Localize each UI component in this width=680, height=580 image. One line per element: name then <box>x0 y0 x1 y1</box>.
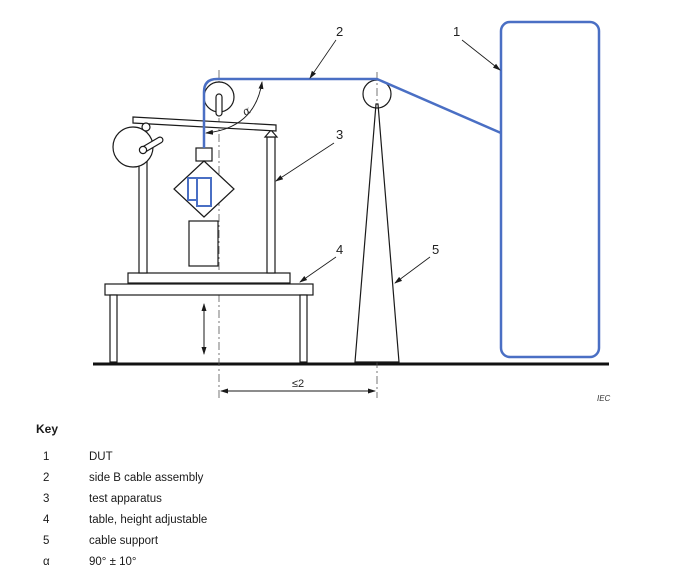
key-row: 1 DUT <box>36 446 436 467</box>
test-setup-diagram: ≤2 <box>93 20 611 403</box>
callout-4: 4 <box>299 242 343 283</box>
angle-alpha-label: α <box>240 103 253 118</box>
key-number: 3 <box>43 492 50 505</box>
key-description: test apparatus <box>89 492 162 505</box>
svg-text:5: 5 <box>432 242 439 257</box>
angle-alpha-arc <box>205 81 264 135</box>
key-description: DUT <box>89 450 113 463</box>
svg-text:1: 1 <box>453 24 460 39</box>
key-description: table, height adjustable <box>89 513 208 526</box>
callout-2: 2 <box>309 24 343 79</box>
svg-text:4: 4 <box>336 242 343 257</box>
cable-support <box>354 79 400 363</box>
key-number: α <box>43 555 50 568</box>
cable-plug <box>187 177 212 207</box>
key-row: 5 cable support <box>36 530 436 551</box>
key-number: 4 <box>43 513 50 526</box>
iec-watermark: IEC <box>597 394 611 403</box>
key-row: 3 test apparatus <box>36 488 436 509</box>
key-row: α 90° ± 10° <box>36 551 436 572</box>
dimension-distance: ≤2 <box>220 378 376 394</box>
key-description: 90° ± 10° <box>89 555 137 568</box>
callout-1: 1 <box>453 24 501 71</box>
dut <box>499 20 601 359</box>
key-number: 1 <box>43 450 50 463</box>
table-height-adjustable <box>104 283 314 363</box>
key-number: 2 <box>43 471 50 484</box>
key-title: Key <box>36 422 59 436</box>
callout-5: 5 <box>394 242 439 284</box>
callout-3: 3 <box>275 127 343 182</box>
key-description: cable support <box>89 534 159 547</box>
svg-text:2: 2 <box>336 24 343 39</box>
svg-text:3: 3 <box>336 127 343 142</box>
key-description: side B cable assembly <box>89 471 204 484</box>
key-row: 2 side B cable assembly <box>36 467 436 488</box>
key-legend: Key 1 DUT 2 side B cable assembly 3 test… <box>36 422 436 572</box>
key-row: 4 table, height adjustable <box>36 509 436 530</box>
key-number: 5 <box>43 534 50 547</box>
svg-text:≤2: ≤2 <box>292 378 304 390</box>
